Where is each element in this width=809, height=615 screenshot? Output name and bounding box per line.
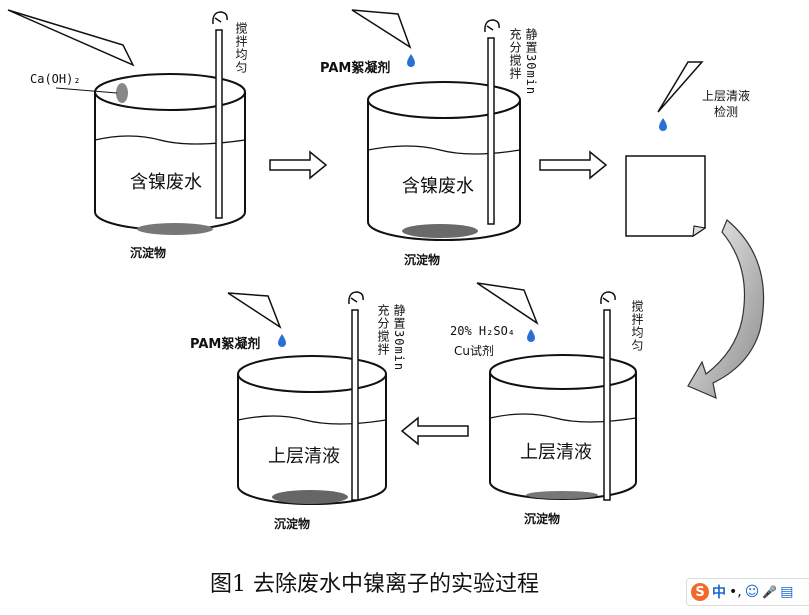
arrow-3: [400, 416, 469, 446]
pam-label-2: PAM絮凝剂: [190, 337, 261, 352]
beaker-4: [237, 355, 387, 505]
sample-sheet: [625, 155, 706, 237]
caoh2-particle: [116, 83, 128, 103]
stir-even-label-2: 搅拌均匀: [630, 300, 644, 352]
funnel-2: [351, 9, 412, 49]
funnel-5: [227, 292, 282, 329]
cu-reagent-label: Cu试剂: [454, 344, 494, 358]
stir-full-label-2: 充分搅拌: [376, 304, 390, 356]
h2so4-label: 20% H₂SO₄: [450, 324, 516, 338]
still-label-1: 静置30min: [524, 28, 538, 96]
caoh2-leader: [55, 87, 118, 94]
sediment-blob-4: [272, 490, 348, 504]
toolbox-icon[interactable]: ▤: [780, 584, 794, 600]
arrow-2: [539, 150, 608, 180]
sheet-fold: [692, 225, 707, 238]
stir-rod-4: [351, 309, 359, 501]
mic-icon[interactable]: 🎤: [762, 585, 778, 599]
funnel-3: [657, 61, 704, 113]
figure-caption: 图1 去除废水中镍离子的实验过程: [210, 572, 539, 597]
sediment-label-3: 沉淀物: [524, 512, 561, 526]
drop-1: [407, 54, 415, 67]
curved-arrow: [687, 219, 765, 400]
sediment-label-4: 沉淀物: [274, 517, 311, 531]
funnel-4: [476, 282, 539, 325]
ime-mode-toggle[interactable]: 中: [712, 585, 726, 601]
sediment-label-1: 沉淀物: [130, 246, 167, 260]
sediment-blob-2: [402, 224, 478, 238]
stir-rod-2: [487, 37, 495, 225]
drop-3: [527, 329, 535, 342]
stir-rod-3: [603, 309, 611, 501]
stir-hook-1: [212, 11, 228, 25]
supernatant-label-4: 上层清液: [268, 446, 340, 467]
still-label-2: 静置30min: [392, 304, 406, 372]
wastewater-label-1: 含镍废水: [130, 172, 202, 193]
ime-toolbar[interactable]: S 中 •, ☺ 🎤 ▤: [686, 578, 809, 606]
caoh2-label: Ca(OH)₂: [30, 72, 81, 86]
drop-4: [278, 334, 286, 347]
stir-hook-3: [600, 291, 616, 305]
beaker-3: [489, 354, 637, 500]
stir-hook-2: [484, 19, 500, 33]
stir-hook-4: [348, 291, 364, 305]
funnel-1: [7, 9, 135, 67]
ime-punct-icon[interactable]: •,: [729, 584, 742, 600]
sediment-blob-1: [137, 223, 213, 235]
drop-2: [659, 118, 667, 131]
supernatant-check-label: 上层清液 检测: [702, 89, 751, 119]
sogou-logo-icon[interactable]: S: [691, 583, 709, 601]
arrow-1: [269, 150, 328, 180]
emoji-icon[interactable]: ☺: [744, 584, 760, 600]
supernatant-label-3: 上层清液: [520, 442, 592, 463]
stir-even-label-1: 搅拌均匀: [234, 22, 248, 74]
wastewater-label-2: 含镍废水: [402, 176, 474, 197]
pam-label-1: PAM絮凝剂: [320, 61, 391, 76]
stir-full-label-1: 充分搅拌: [508, 28, 522, 80]
sediment-label-2: 沉淀物: [404, 253, 441, 267]
beaker-2: [367, 81, 521, 241]
stir-rod-1: [215, 29, 223, 219]
sediment-blob-3: [526, 491, 598, 499]
